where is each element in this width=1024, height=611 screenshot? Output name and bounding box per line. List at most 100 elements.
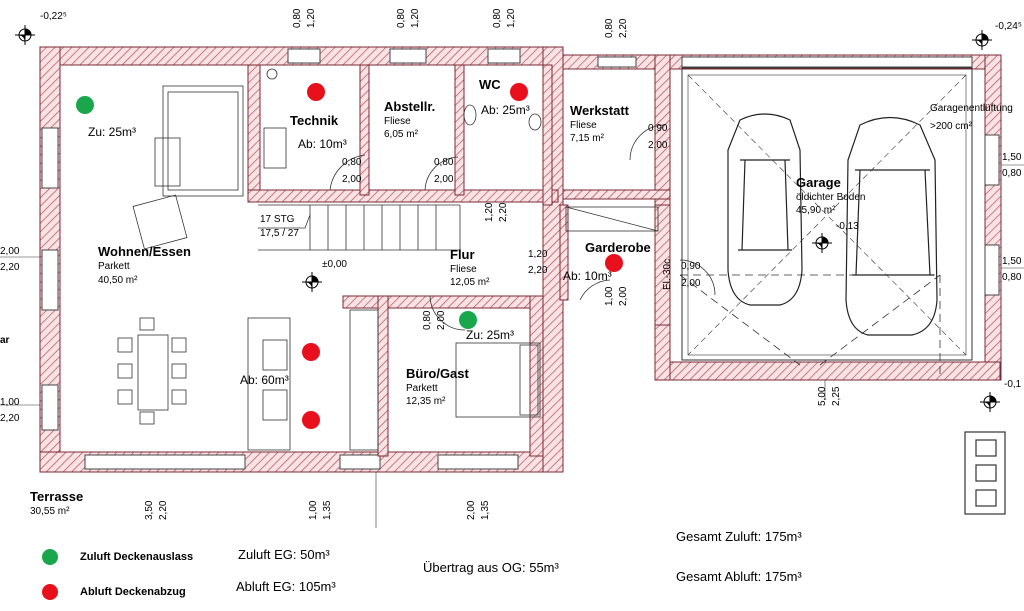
dim-top2-a: 0,80 (396, 8, 407, 28)
legend-abluft: Abluft Deckenabzug (80, 586, 186, 598)
dim-flur-side-b: 2,20 (528, 265, 548, 276)
dim-flur-a: 1,20 (484, 202, 495, 222)
room-buero-area: 12,35 m² (406, 396, 446, 407)
dim-garage-a: 5,00 (817, 386, 828, 406)
room-abstell-area: 6,05 m² (384, 129, 418, 140)
stairs-count: 17 STG (260, 214, 295, 225)
legend-zuluft: Zuluft Deckenauslass (80, 551, 194, 563)
garage-vent-size: >200 cm² (930, 121, 972, 132)
dining-table-icon (117, 317, 187, 425)
technik-equipment (263, 68, 287, 169)
door-swings (329, 124, 716, 331)
dim-top1-a: 0,80 (292, 8, 303, 28)
dim-gard-v-a: 1,00 (604, 286, 615, 306)
dim-right1-b: 0,80 (1002, 168, 1022, 179)
dim-top1-b: 1,20 (306, 8, 317, 28)
sofa-icon (132, 85, 244, 250)
room-flur-floor: Fliese (450, 264, 477, 275)
dim-left2-b: 2,20 (0, 413, 20, 424)
dim-tech-door-a: 0,80 (342, 157, 362, 168)
dim-right2-a: 1,50 (1002, 256, 1022, 267)
dim-bot1-b: 2,20 (158, 500, 169, 520)
room-werkstatt-name: Werkstatt (570, 103, 630, 118)
total-gesamt-abluft: Gesamt Abluft: 175m³ (676, 569, 802, 584)
room-technik-name: Technik (290, 113, 339, 128)
dim-werk-door-a: 0,90 (648, 123, 668, 134)
level-right-lower: -0,1 (1004, 379, 1022, 390)
dim-flur-b: 2,20 (498, 202, 509, 222)
dim-gard-door-a: 0,90 (681, 261, 701, 272)
level-floor: ±0,00 (322, 259, 347, 270)
windows (41, 48, 1000, 470)
room-wohnen-area: 40,50 m² (98, 275, 138, 286)
exhaust-dot (302, 411, 320, 429)
dim-bot3-b: 1,35 (480, 500, 491, 520)
room-terrasse-area: 30,55 m² (30, 506, 70, 517)
car-right-icon (845, 116, 938, 336)
dim-left2-a: 1,00 (0, 397, 20, 408)
dim-garage-b: 2,25 (831, 386, 842, 406)
room-garage-area: 45,90 m² (796, 205, 836, 216)
kitchen-counter (247, 309, 379, 451)
dim-abst-door-b: 2,00 (434, 174, 454, 185)
legend-exhaust-dot (42, 584, 58, 600)
level-markers (15, 25, 1000, 412)
room-wohnen-name: Wohnen/Essen (98, 244, 191, 259)
total-uebertrag: Übertrag aus OG: 55m³ (423, 560, 559, 575)
dim-bot2-b: 1,35 (322, 500, 333, 520)
exhaust-dot (605, 254, 623, 272)
air-technik-ab: Ab: 10m³ (298, 137, 347, 151)
garage-floor (679, 67, 973, 375)
total-gesamt-zuluft: Gesamt Zuluft: 175m³ (676, 529, 802, 544)
total-abluft-eg: Abluft EG: 105m³ (236, 579, 336, 594)
room-flur-name: Flur (450, 247, 475, 262)
dim-gard-v-b: 2,00 (618, 286, 629, 306)
room-garage-floor: öldichter Boden (796, 192, 866, 203)
shaft-boxes (964, 431, 1006, 515)
dim-abst-door-a: 0,80 (434, 157, 454, 168)
air-wohnen-zu: Zu: 25m³ (88, 125, 137, 139)
bed-icon (455, 342, 541, 418)
air-wc-ab: Ab: 25m³ (481, 103, 530, 117)
room-wc-name: WC (479, 77, 501, 92)
dim-bot2-a: 1,00 (308, 500, 319, 520)
dim-top3-b: 1,20 (506, 8, 517, 28)
air-kueche-ab: Ab: 60m³ (240, 373, 289, 387)
room-buero-name: Büro/Gast (406, 366, 469, 381)
dim-buero-door-b: 2,00 (436, 310, 447, 330)
room-buero-floor: Parkett (406, 383, 438, 394)
dim-top2-b: 1,20 (410, 8, 421, 28)
room-werkstatt-area: 7,15 m² (570, 133, 604, 144)
dim-edge-ar: ar (0, 335, 10, 346)
stairs-ratio: 17,5 / 27 (260, 228, 299, 239)
room-flur-area: 12,05 m² (450, 277, 490, 288)
room-abstell-floor: Fliese (384, 116, 411, 127)
dimension-lines (0, 164, 1024, 528)
dim-gard-el: El.-30c (662, 258, 673, 290)
dim-right2-b: 0,80 (1002, 272, 1022, 283)
air-markers (42, 83, 623, 600)
dim-top4-b: 2,20 (618, 18, 629, 38)
dim-top4-a: 0,80 (604, 18, 615, 38)
dim-tech-door-b: 2,00 (342, 174, 362, 185)
wc-fixtures (463, 104, 542, 131)
dim-right1-a: 1,50 (1002, 152, 1022, 163)
dim-buero-door-a: 0,80 (422, 310, 433, 330)
dim-bot3-a: 2,00 (466, 500, 477, 520)
supply-dot (76, 96, 94, 114)
room-terrasse-name: Terrasse (30, 489, 84, 504)
dim-left1-b: 2,20 (0, 262, 20, 273)
garage-vent-label: Garagenentlüftung (930, 103, 1013, 114)
exhaust-dot (302, 343, 320, 361)
car-left-icon (727, 113, 803, 306)
exhaust-dot (307, 83, 325, 101)
air-garderobe-ab: Ab: 10m³ (563, 269, 612, 283)
room-garage-name: Garage (796, 175, 841, 190)
dim-left1-a: 2,00 (0, 246, 20, 257)
supply-dot (459, 311, 477, 329)
dim-werk-door-b: 2,00 (648, 140, 668, 151)
staircase (258, 204, 461, 251)
level-garage: -0,13 (836, 221, 859, 232)
